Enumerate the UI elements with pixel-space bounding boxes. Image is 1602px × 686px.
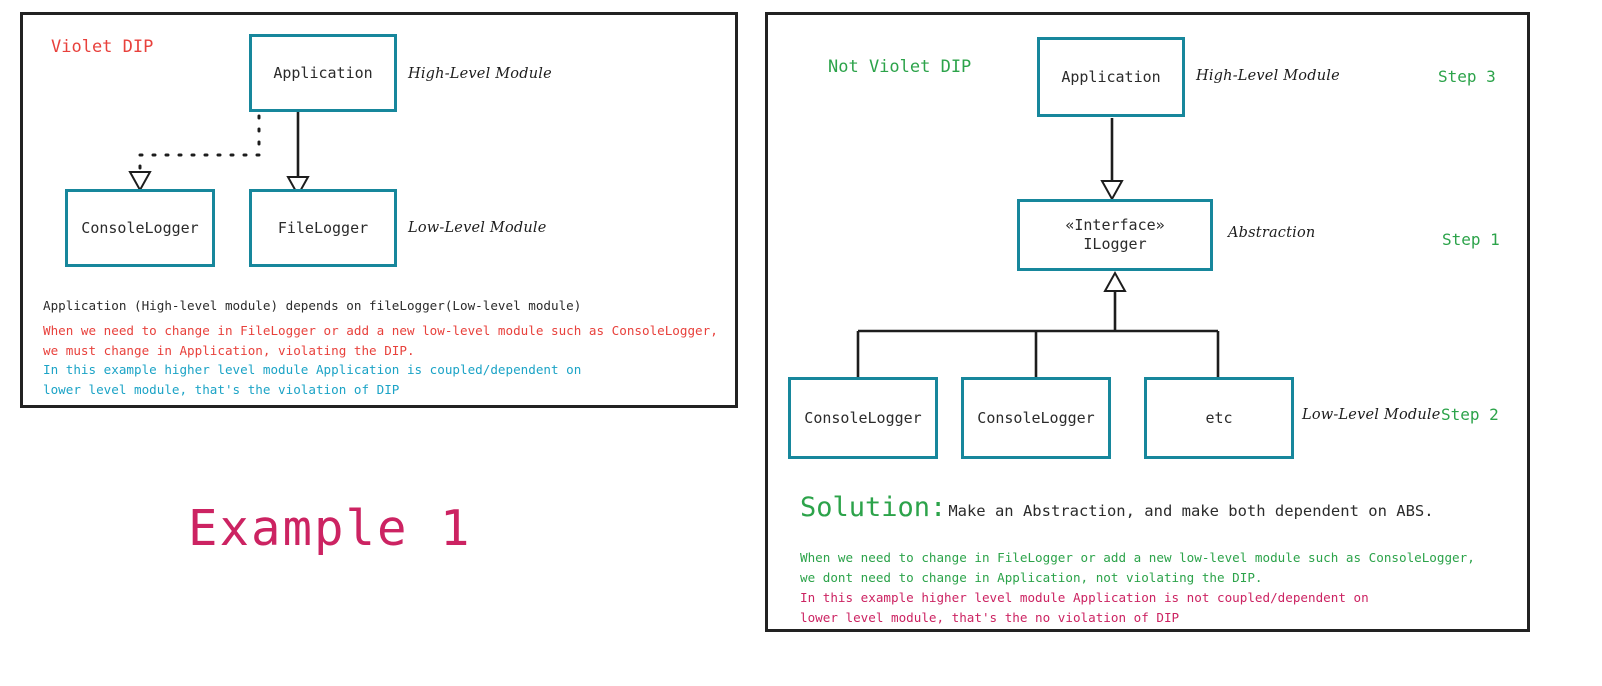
solution-line: Solution: Make an Abstraction, and make …	[800, 492, 1434, 523]
right-panel-title: Not Violet DIP	[828, 57, 972, 77]
edge-application-consolelogger-line	[138, 101, 261, 174]
node-ilogger-interface[interactable]: «Interface» ILogger	[1017, 199, 1213, 271]
solution-text: Make an Abstraction, and make both depen…	[948, 502, 1434, 520]
left-note-violation: When we need to change in FileLogger or …	[43, 323, 718, 358]
node-consolelogger-left[interactable]: ConsoleLogger	[65, 189, 215, 267]
label-low-level-module-right: Low-Level Module	[1302, 407, 1441, 423]
node-etc[interactable]: etc	[1144, 377, 1294, 459]
node-consolelogger-2[interactable]: ConsoleLogger	[961, 377, 1111, 459]
label-high-level-module-right: High-Level Module	[1196, 68, 1340, 84]
right-note-explanation: In this example higher level module Appl…	[800, 590, 1369, 625]
example-label: Example 1	[188, 500, 472, 557]
right-diagram-panel: Not Violet DIP Application High-Level Mo…	[765, 12, 1530, 632]
edge-loggers-to-ilogger-arrowhead	[1103, 270, 1127, 292]
node-application-left[interactable]: Application	[249, 34, 397, 112]
solution-heading: Solution:	[800, 492, 947, 523]
node-consolelogger-1[interactable]: ConsoleLogger	[788, 377, 938, 459]
left-note-explanation: In this example higher level module Appl…	[43, 362, 582, 397]
label-abstraction: Abstraction	[1228, 225, 1316, 241]
edge-application-consolelogger-arrowhead	[128, 171, 152, 193]
step-1-label: Step 1	[1442, 230, 1500, 249]
left-panel-title: Violet DIP	[51, 37, 154, 57]
label-high-level-module-left: High-Level Module	[408, 66, 552, 82]
step-3-label: Step 3	[1438, 67, 1496, 86]
node-application-right[interactable]: Application	[1037, 37, 1185, 117]
step-2-label: Step 2	[1441, 405, 1499, 424]
label-low-level-module-left: Low-Level Module	[408, 220, 547, 236]
node-filelogger-left[interactable]: FileLogger	[249, 189, 397, 267]
edge-application-to-ilogger-arrowhead	[1100, 180, 1124, 202]
left-note-summary: Application (High-level module) depends …	[43, 298, 582, 313]
right-note-no-violation: When we need to change in FileLogger or …	[800, 550, 1475, 585]
left-diagram-panel: Violet DIP Application High-Level Module…	[20, 12, 738, 408]
